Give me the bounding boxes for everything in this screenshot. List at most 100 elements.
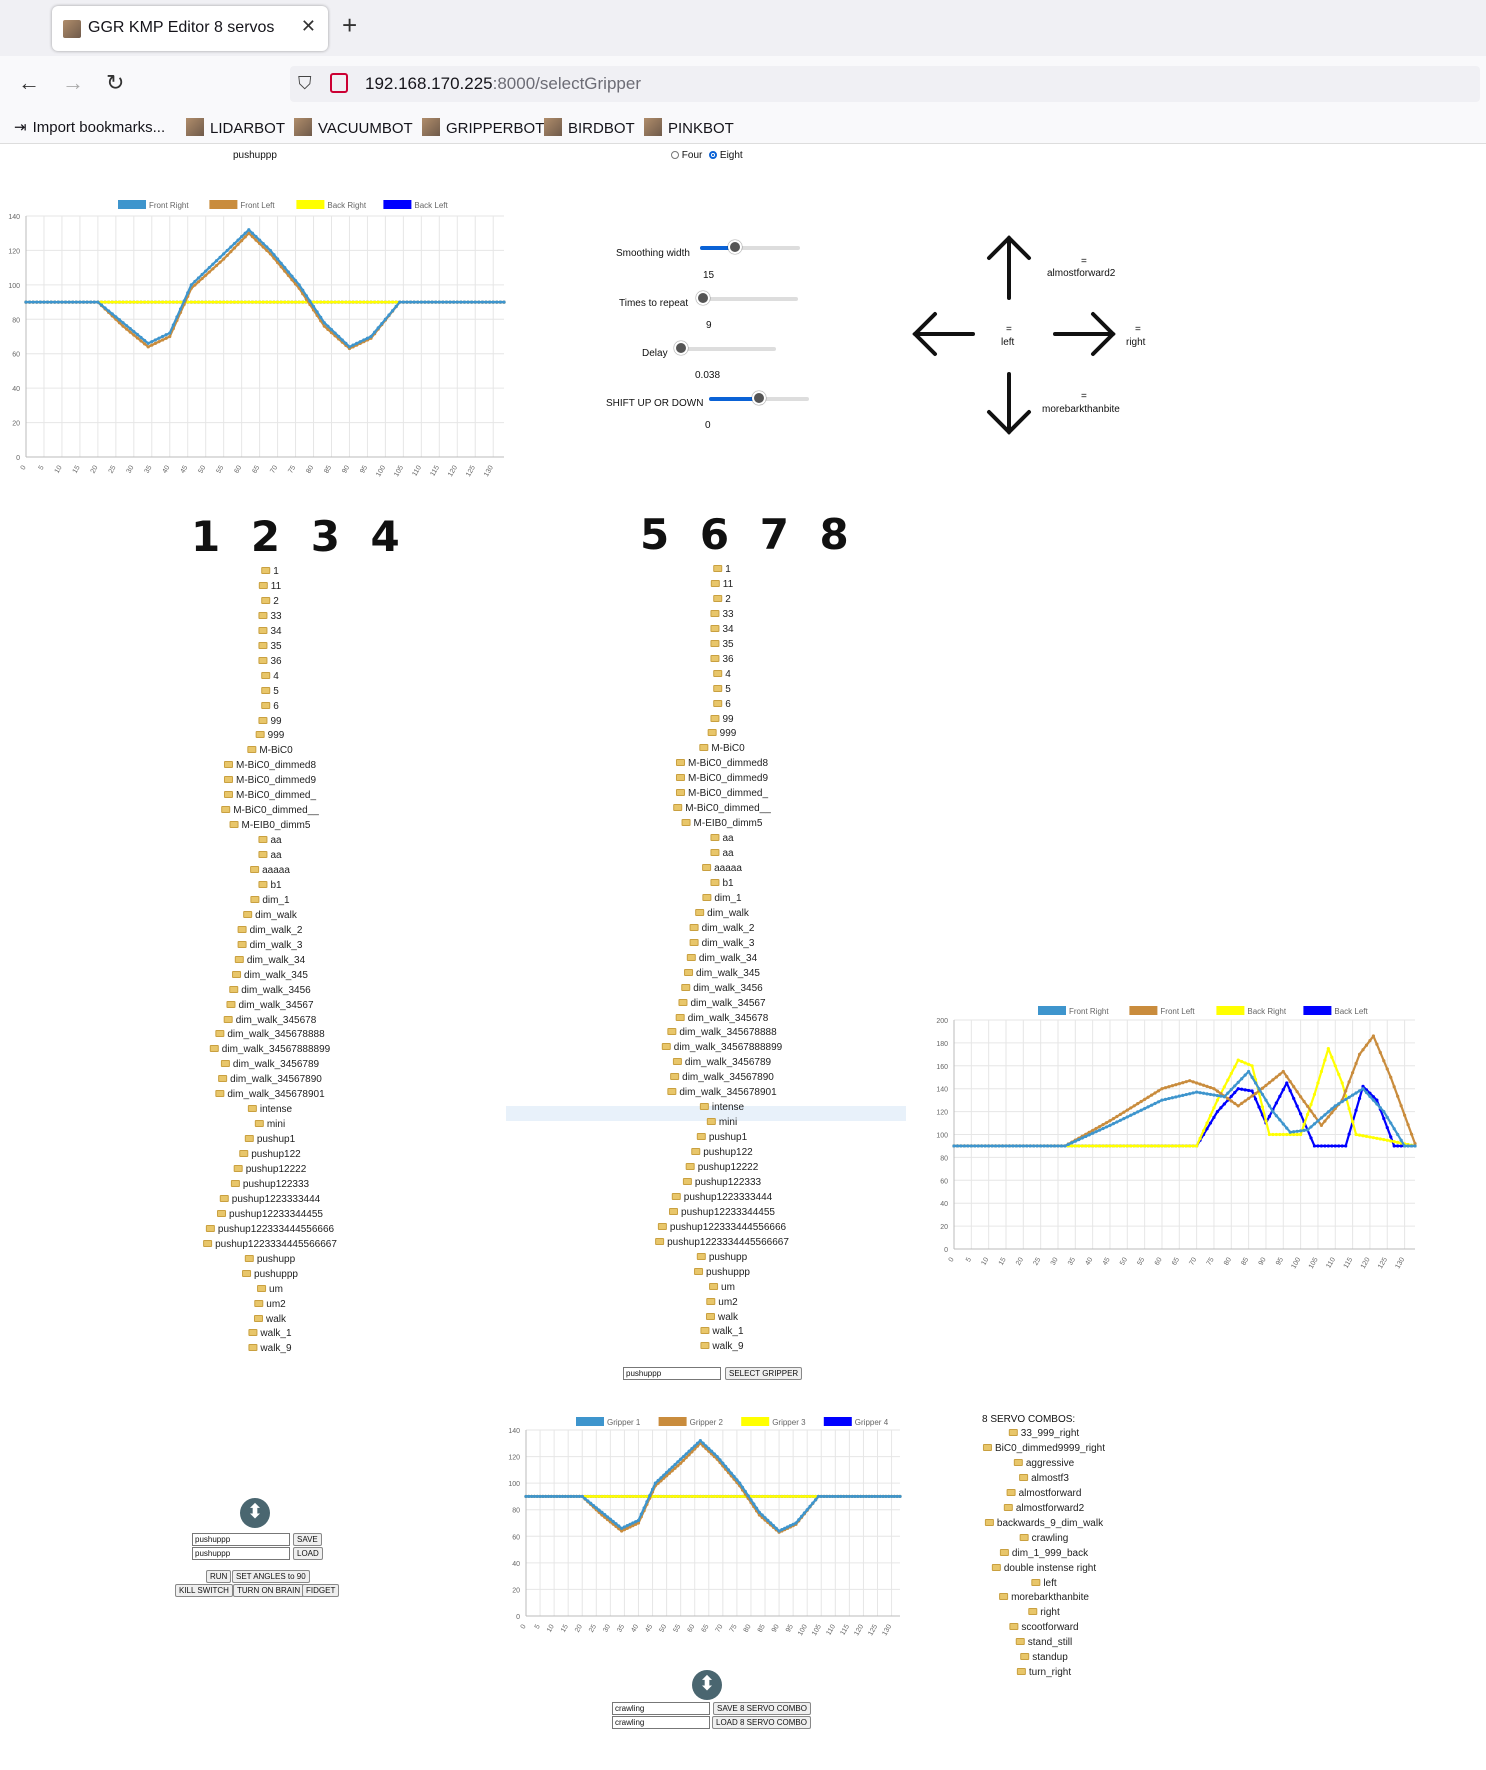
list-item[interactable]: 5 xyxy=(261,686,279,697)
list-item[interactable]: dim_walk_34 xyxy=(686,953,757,964)
arrow-left-icon[interactable] xyxy=(912,312,975,356)
list-item[interactable]: 6 xyxy=(261,701,279,712)
list-item[interactable]: dim_walk_345678901 xyxy=(667,1087,777,1098)
list-item[interactable]: pushup12222 xyxy=(685,1162,758,1173)
list-item[interactable]: pushup12222 xyxy=(233,1164,306,1175)
list-item[interactable]: dim_walk_345678888 xyxy=(215,1029,325,1040)
back-icon[interactable]: ← xyxy=(18,70,40,95)
list-item[interactable]: aa xyxy=(710,848,734,859)
list-item[interactable]: 1 xyxy=(261,566,279,577)
list-item[interactable]: 34 xyxy=(710,624,734,635)
list-item[interactable]: 36 xyxy=(710,654,734,665)
list-item[interactable]: aggressive xyxy=(1013,1458,1074,1469)
list-item[interactable]: dim_walk_345678901 xyxy=(215,1089,325,1100)
list-item[interactable]: pushup1223333444 xyxy=(219,1194,320,1205)
combo-toggle-icon[interactable]: ⬍ xyxy=(692,1670,722,1700)
bookmark-birdbot[interactable]: BIRDBOT xyxy=(544,118,635,137)
list-item[interactable]: M-BiC0_dimmed8 xyxy=(675,758,768,769)
list-item[interactable]: walk_1 xyxy=(700,1326,744,1337)
list-item[interactable]: um xyxy=(709,1282,735,1293)
bookmark-pinkbot[interactable]: PINKBOT xyxy=(644,118,734,137)
list-item[interactable]: 6 xyxy=(713,699,731,710)
list-item[interactable]: pushupp xyxy=(696,1252,747,1263)
select-gripper-button[interactable]: SELECT GRIPPER xyxy=(725,1367,803,1380)
list-item[interactable]: aa xyxy=(258,850,282,861)
list-item[interactable]: pushuppp xyxy=(694,1267,750,1278)
list-item[interactable]: dim_walk xyxy=(243,910,297,921)
list-item[interactable]: dim_walk_3456789 xyxy=(672,1057,771,1068)
list-item[interactable]: dim_walk_3456789 xyxy=(220,1059,319,1070)
list-item[interactable]: M-BiC0_dimmed_ xyxy=(675,788,768,799)
list-item[interactable]: 36 xyxy=(258,656,282,667)
list-item[interactable]: M-BiC0_dimmed__ xyxy=(673,803,771,814)
load-button[interactable]: LOAD xyxy=(293,1547,323,1560)
list-item[interactable]: walk_9 xyxy=(700,1341,744,1352)
radio-four[interactable] xyxy=(671,151,679,159)
list-item[interactable]: pushup1 xyxy=(244,1134,295,1145)
list-item[interactable]: backwards_9_dim_walk xyxy=(984,1518,1103,1529)
turn-on-brain-button[interactable]: TURN ON BRAIN xyxy=(233,1584,305,1597)
bookmark-gripperbot[interactable]: GRIPPERBOT xyxy=(422,118,544,137)
list-item[interactable]: 4 xyxy=(713,669,731,680)
toggle-icon[interactable]: ⬍ xyxy=(240,1498,270,1528)
smoothing-slider[interactable] xyxy=(700,240,800,254)
list-item[interactable]: M-BiC0_dimmed__ xyxy=(221,805,319,816)
list-item[interactable]: dim_1 xyxy=(702,893,742,904)
list-item[interactable]: almostf3 xyxy=(1019,1473,1069,1484)
list-item[interactable]: right xyxy=(1028,1607,1060,1618)
list-item[interactable]: 1 xyxy=(713,564,731,575)
list-item[interactable]: crawling xyxy=(1019,1533,1068,1544)
new-tab-button[interactable]: + xyxy=(342,10,358,40)
list-item[interactable]: mini xyxy=(706,1117,737,1128)
list-item[interactable]: 99 xyxy=(258,716,282,727)
bookmark-vacuumbot[interactable]: VACUUMBOT xyxy=(294,118,413,137)
list-item[interactable]: almostforward xyxy=(1006,1488,1081,1499)
list-item[interactable]: 33 xyxy=(258,611,282,622)
list-item[interactable]: 11 xyxy=(710,579,733,590)
save-button[interactable]: SAVE xyxy=(293,1533,322,1546)
arrow-up-icon[interactable] xyxy=(987,235,1031,300)
list-item[interactable]: M-BiC0 xyxy=(699,743,745,754)
list-item[interactable]: pushup122333 xyxy=(682,1177,761,1188)
list-item[interactable]: dim_1 xyxy=(250,895,290,906)
list-item[interactable]: aaaaa xyxy=(250,865,290,876)
list-item[interactable]: pushup122333 xyxy=(230,1179,309,1190)
list-item[interactable]: dim_walk_34567888899 xyxy=(661,1042,782,1053)
list-item[interactable]: 99 xyxy=(710,714,734,725)
list-item[interactable]: dim_walk_345678 xyxy=(223,1015,316,1026)
list-item[interactable]: 4 xyxy=(261,671,279,682)
shift-slider[interactable] xyxy=(709,391,809,405)
list-item[interactable]: M-EIB0_dimm5 xyxy=(681,818,762,829)
list-item[interactable]: standup xyxy=(1020,1652,1068,1663)
list-item[interactable]: scootforward xyxy=(1009,1622,1079,1633)
list-item[interactable]: dim_walk_34 xyxy=(234,955,305,966)
list-item[interactable]: M-BiC0_dimmed_ xyxy=(223,790,316,801)
list-item[interactable]: aaaaa xyxy=(702,863,742,874)
list-item[interactable]: dim_walk_345678888 xyxy=(667,1027,777,1038)
list-item[interactable]: dim_walk_2 xyxy=(237,925,302,936)
arrow-down-icon[interactable] xyxy=(987,372,1031,435)
list-item[interactable]: um2 xyxy=(706,1297,738,1308)
list-item[interactable]: mini xyxy=(254,1119,285,1130)
save-combo-button[interactable]: SAVE 8 SERVO COMBO xyxy=(713,1702,811,1715)
list-item[interactable]: dim_walk_34567890 xyxy=(670,1072,774,1083)
url-bar[interactable]: ⛉ 192.168.170.225:8000/selectGripper xyxy=(290,66,1480,102)
list-item[interactable]: dim_walk_34567890 xyxy=(218,1074,322,1085)
list-item[interactable]: pushup1223334445566667 xyxy=(655,1237,789,1248)
run-button[interactable]: RUN xyxy=(206,1570,232,1583)
list-item[interactable]: 2 xyxy=(261,596,279,607)
list-item[interactable]: almostforward2 xyxy=(1003,1503,1084,1514)
list-item[interactable]: pushup1 xyxy=(696,1132,747,1143)
list-item[interactable]: 999 xyxy=(707,728,736,739)
list-item[interactable]: pushup122333444556666 xyxy=(657,1222,786,1233)
list-item[interactable]: walk_1 xyxy=(248,1328,292,1339)
list-item[interactable]: double instense right xyxy=(991,1563,1096,1574)
list-item[interactable]: stand_still xyxy=(1015,1637,1072,1648)
kill-switch-button[interactable]: KILL SWITCH xyxy=(175,1584,233,1597)
list-item[interactable]: dim_walk_3456 xyxy=(229,985,311,996)
list-item[interactable]: morebarkthanbite xyxy=(999,1592,1089,1603)
list-item[interactable]: pushup122 xyxy=(239,1149,301,1160)
list-item[interactable]: dim_walk_3456 xyxy=(681,983,763,994)
list-item[interactable]: pushuppp xyxy=(242,1269,298,1280)
bookmark-lidarbot[interactable]: LIDARBOT xyxy=(186,118,285,137)
